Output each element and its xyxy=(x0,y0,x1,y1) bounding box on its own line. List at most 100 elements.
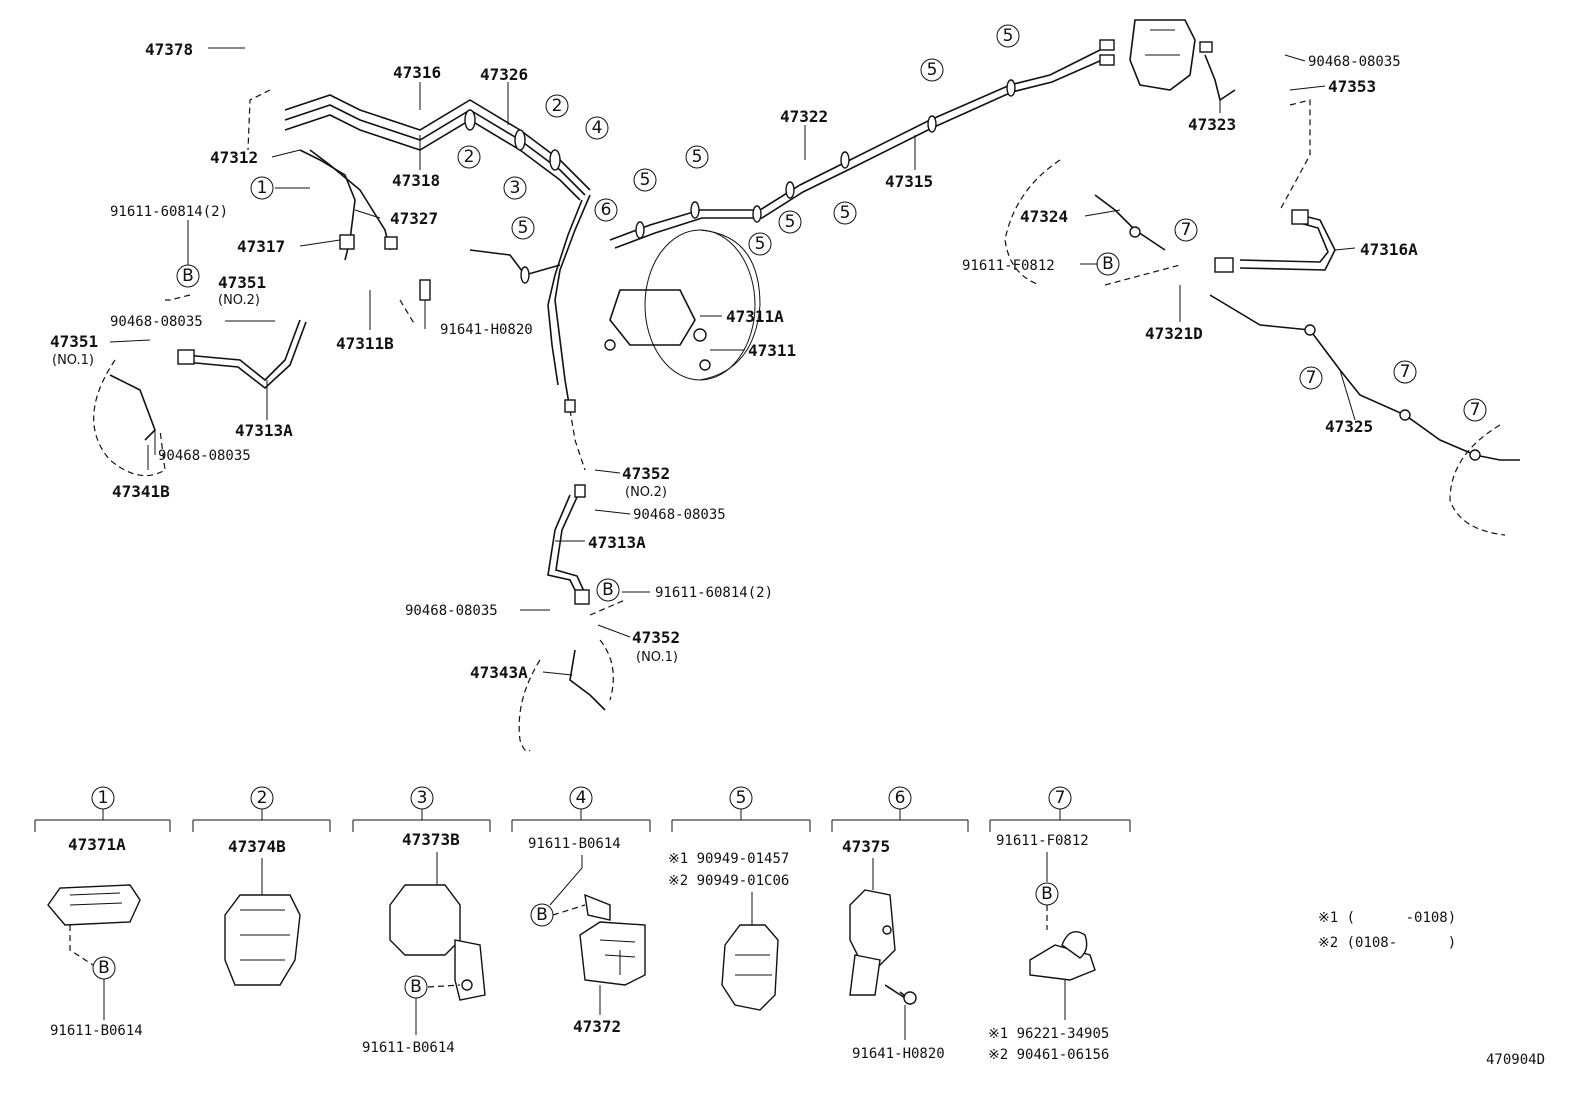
svg-text:5: 5 xyxy=(755,234,766,254)
ref-circle-B: B xyxy=(176,264,200,288)
ref-circle-3: 3 xyxy=(503,176,527,200)
svg-text:3: 3 xyxy=(417,788,428,808)
legend-7-sub-1: ※1 96221-34905 xyxy=(988,1026,1109,1042)
svg-text:5: 5 xyxy=(1003,26,1014,46)
legend-3-sub: 91611-B0614 xyxy=(362,1040,455,1056)
svg-text:B: B xyxy=(98,958,110,978)
label-no1-left: (NO.1) xyxy=(52,353,94,368)
front-wheel-outline xyxy=(518,639,614,752)
ref-circle-2: 2 xyxy=(457,145,481,169)
legend-7-sub-2: ※2 90461-06156 xyxy=(988,1047,1109,1063)
label-47323: 47323 xyxy=(1188,115,1236,134)
label-47378: 47378 xyxy=(145,40,193,59)
connector-dash-47378 xyxy=(247,89,271,151)
svg-text:5: 5 xyxy=(518,218,529,238)
clamp-47372-icon xyxy=(579,921,646,986)
label-91611-60814-2-left: 91611-60814(2) xyxy=(110,204,228,220)
svg-text:2: 2 xyxy=(552,96,563,116)
flexible-hose-47313A-left xyxy=(177,319,307,390)
legend-item-7: 7 91611-F0812 B ※1 96221-34905 ※2 90461-… xyxy=(988,786,1131,1063)
ref-circle-5: 5 xyxy=(748,232,772,256)
svg-text:7: 7 xyxy=(1181,220,1192,240)
ref-circle-6: 6 xyxy=(594,198,618,222)
label-47318: 47318 xyxy=(392,171,440,190)
connector-dash-B-left xyxy=(165,294,191,301)
svg-text:B: B xyxy=(1102,254,1114,274)
label-47315: 47315 xyxy=(885,172,933,191)
svg-text:2: 2 xyxy=(257,788,268,808)
svg-text:4: 4 xyxy=(592,118,603,138)
svg-text:5: 5 xyxy=(640,170,651,190)
label-90468-08035-a: 90468-08035 xyxy=(110,314,203,330)
label-90468-08035-d: 90468-08035 xyxy=(405,603,498,619)
ref-circle-4: 4 xyxy=(585,116,609,140)
legend-item-6: 6 47375 91641-H0820 xyxy=(831,786,969,1062)
label-47311A: 47311A xyxy=(726,307,784,326)
clamp-47373B-icon xyxy=(389,884,461,956)
svg-text:7: 7 xyxy=(1400,362,1411,382)
brake-tube-47324 xyxy=(1094,194,1166,251)
label-no2-center: (NO.2) xyxy=(625,485,667,500)
label-no2-left: (NO.2) xyxy=(218,293,260,308)
label-47352-no2: 47352 xyxy=(622,464,670,483)
label-no1-center: (NO.1) xyxy=(636,650,678,665)
svg-text:B: B xyxy=(410,977,422,997)
svg-text:5: 5 xyxy=(927,60,938,80)
brake-booster xyxy=(604,229,761,381)
svg-text:2: 2 xyxy=(464,147,475,167)
label-90468-08035-e: 90468-08035 xyxy=(1308,54,1401,70)
connector-dash-91641 xyxy=(399,299,416,326)
legend-4-sub: 47372 xyxy=(573,1017,621,1036)
label-47316A: 47316A xyxy=(1360,240,1418,259)
note-1: ※1 ( -0108) xyxy=(1318,910,1456,926)
legend-6-sub: 91641-H0820 xyxy=(852,1046,945,1062)
ref-circle-5: 5 xyxy=(511,216,535,240)
legend-1-part: 47371A xyxy=(68,835,126,854)
ref-circle-B: B xyxy=(596,578,620,602)
svg-text:5: 5 xyxy=(785,212,796,232)
legend-1-sub: 91611-B0614 xyxy=(50,1023,143,1039)
ref-circle-B: B xyxy=(1096,252,1120,276)
legend-3-part: 47373B xyxy=(402,830,460,849)
label-47341B: 47341B xyxy=(112,482,170,501)
legend-6-part: 47375 xyxy=(842,837,890,856)
label-91641-H0820-a: 91641-H0820 xyxy=(440,322,533,338)
leader-lines xyxy=(109,47,1356,676)
ref-circle-5: 5 xyxy=(920,58,944,82)
legend-item-5: 5 ※1 90949-01457 ※2 90949-01C06 xyxy=(668,786,811,1011)
ref-circle-1: 1 xyxy=(250,176,274,200)
label-90468-08035-b: 90468-08035 xyxy=(158,448,251,464)
connector-dash-B-right xyxy=(1104,264,1181,286)
part-number-labels: 47378 47316 47326 47312 47318 91611-6081… xyxy=(50,40,1418,682)
svg-text:5: 5 xyxy=(840,203,851,223)
brake-tube-bundle-left xyxy=(284,94,591,411)
brake-tube-47325 xyxy=(1209,294,1520,461)
label-47325: 47325 xyxy=(1325,417,1373,436)
right-rear-wheel-outline xyxy=(1449,424,1506,536)
ref-circle-5: 5 xyxy=(633,168,657,192)
clamp-47375-icon xyxy=(849,889,896,966)
legend-item-1: 1 47371A B 91611-B0614 xyxy=(34,786,171,1039)
svg-text:7: 7 xyxy=(1470,400,1481,420)
svg-text:1: 1 xyxy=(98,788,109,808)
label-47353: 47353 xyxy=(1328,77,1376,96)
svg-text:5: 5 xyxy=(692,147,703,167)
label-47311: 47311 xyxy=(748,341,796,360)
ref-circle-7: 7 xyxy=(1174,218,1198,242)
label-91611-60814-2-center: 91611-60814(2) xyxy=(655,585,773,601)
label-47312: 47312 xyxy=(210,148,258,167)
connector-dash-B-center xyxy=(589,599,626,616)
legend-row: 1 47371A B 91611-B0614 2 47374B 3 47373B xyxy=(34,786,1131,1063)
svg-text:6: 6 xyxy=(601,200,612,220)
ref-circle-7: 7 xyxy=(1393,360,1417,384)
label-47321D: 47321D xyxy=(1145,324,1203,343)
legend-item-4: 4 91611-B0614 B 47372 xyxy=(511,786,651,1036)
label-47313A-left: 47313A xyxy=(235,421,293,440)
label-47317: 47317 xyxy=(237,237,285,256)
label-47327: 47327 xyxy=(390,209,438,228)
left-wheel-outline xyxy=(93,359,166,477)
svg-text:1: 1 xyxy=(257,178,268,198)
ref-circle-2: 2 xyxy=(545,94,569,118)
right-front-wheel-outline xyxy=(1004,159,1061,286)
